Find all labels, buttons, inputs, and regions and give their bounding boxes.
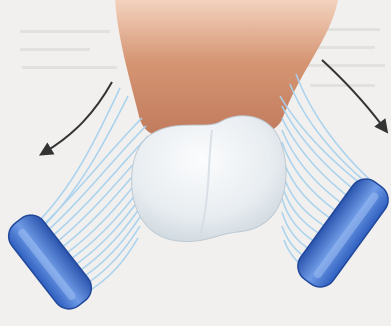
illustration-svg <box>0 0 391 326</box>
brushing-illustration <box>0 0 391 326</box>
